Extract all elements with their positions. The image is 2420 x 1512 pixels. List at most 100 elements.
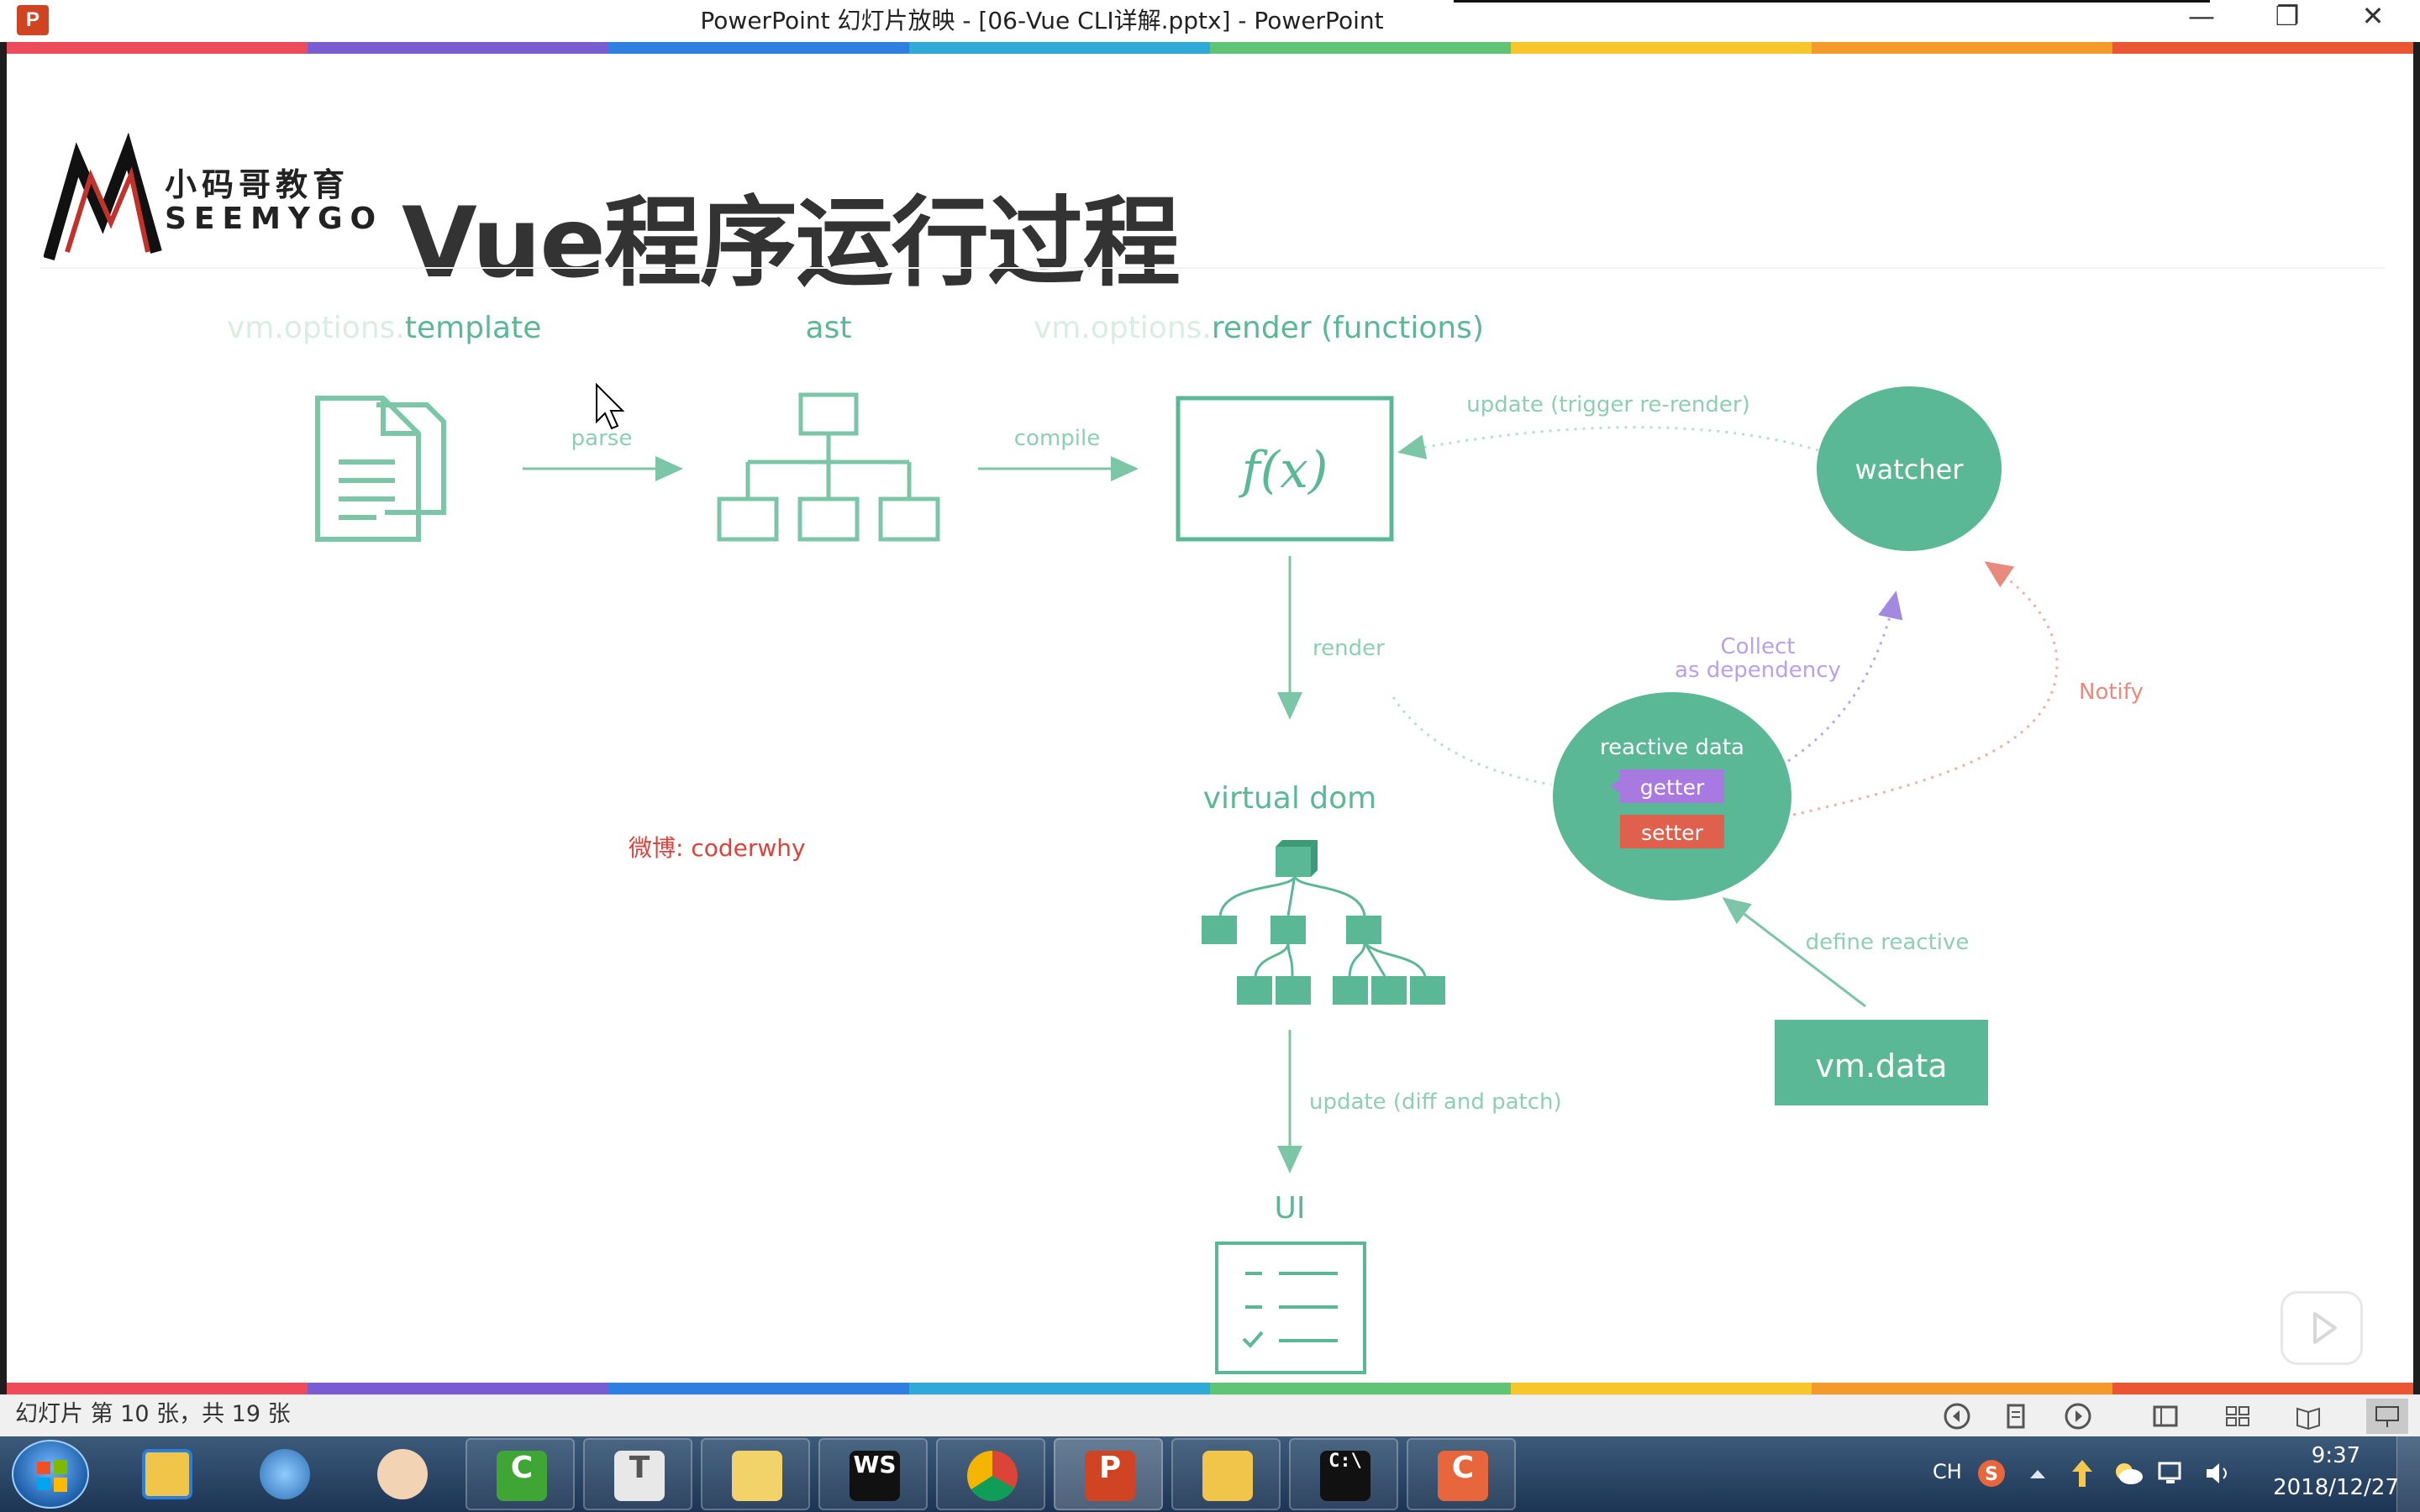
taskbar-item-camtasia-recorder[interactable]: C	[1407, 1438, 1516, 1510]
diff-patch-label: update (diff and patch)	[1309, 1089, 1562, 1115]
update-trigger-arrow	[1397, 426, 1819, 459]
collect-label-2: as dependency	[1675, 658, 1841, 683]
taskbar-item-file-explorer[interactable]	[1171, 1438, 1281, 1510]
fx-label: f(x)	[1239, 441, 1328, 500]
show-desktop-button[interactable]	[2396, 1436, 2420, 1512]
powerpoint-app-icon[interactable]: P	[17, 5, 49, 35]
compile-label: compile	[1014, 426, 1100, 451]
browser-icon	[260, 1449, 310, 1499]
taskbar-item-typora[interactable]: T	[583, 1438, 692, 1510]
cmd-icon: C:\	[1320, 1451, 1370, 1501]
play-icon	[2313, 1312, 2337, 1344]
title-divider	[40, 267, 2385, 269]
slideshow-frame: 小码哥教育 SEEMYGO Vue程序运行过程 vm.options.templ…	[0, 42, 2420, 1394]
windows-logo-icon	[37, 1460, 67, 1492]
slide-counter: 幻灯片 第 10 张，共 19 张	[15, 1401, 291, 1427]
tray-expand-icon[interactable]	[2025, 1462, 2050, 1487]
slideshow-view-icon[interactable]	[2366, 1399, 2408, 1434]
weibo-watermark: 微博: coderwhy	[629, 834, 806, 862]
reading-view-icon[interactable]	[2294, 1402, 2323, 1431]
status-bar: 幻灯片 第 10 张，共 19 张	[0, 1394, 2420, 1436]
update-trigger-label: update (trigger re-render)	[1466, 392, 1750, 417]
notify-label: Notify	[2079, 680, 2144, 705]
render-functions-label: vm.options.render (functions)	[1034, 311, 1484, 345]
ui-label: UI	[1275, 1191, 1306, 1226]
vue-process-diagram: vm.options.template ast vm.options.rende…	[227, 311, 2144, 1374]
render-function-box	[1176, 396, 1394, 542]
taskbar-item-avatar-app[interactable]	[348, 1438, 457, 1510]
start-button[interactable]	[12, 1440, 89, 1509]
notepad-icon	[732, 1451, 782, 1501]
slide-title: Vue程序运行过程	[402, 186, 1181, 300]
network-icon[interactable]	[2156, 1458, 2190, 1488]
watcher-label: watcher	[1854, 454, 1964, 486]
slide-sorter-icon[interactable]	[2223, 1402, 2252, 1431]
getter-pointer	[1610, 780, 1620, 793]
window-title-bar: P PowerPoint 幻灯片放映 - [06-Vue CLI详解.pptx]…	[0, 0, 2420, 42]
define-reactive-label: define reactive	[1806, 930, 1970, 955]
minimize-button[interactable]: —	[2188, 0, 2215, 32]
video-play-button[interactable]	[2281, 1291, 2363, 1365]
normal-view-icon[interactable]	[2151, 1402, 2180, 1431]
template-document-icon	[315, 396, 446, 542]
powerpoint-icon: P	[1085, 1451, 1135, 1501]
camtasia-icon: C	[497, 1451, 547, 1501]
previous-slide-icon[interactable]	[1943, 1402, 1971, 1431]
setter-badge	[1620, 815, 1724, 848]
collect-label-1: Collect	[1721, 634, 1796, 659]
taskbar-item-webstorm[interactable]: WS	[818, 1438, 928, 1510]
define-reactive-arrow	[1722, 897, 1866, 1008]
clock-time[interactable]: 9:37	[2311, 1443, 2361, 1468]
taskbar-item-folder-notes[interactable]	[113, 1438, 222, 1510]
svg-text:S: S	[1985, 1464, 1998, 1485]
file-explorer-icon	[1202, 1451, 1253, 1501]
taskbar-item-notepad[interactable]	[701, 1438, 810, 1510]
taskbar-item-browser[interactable]	[230, 1438, 339, 1510]
windows-taskbar: C T WS P C:\ C CH S 9:37 2018/12/27	[0, 1436, 2420, 1512]
virtual-dom-tree-icon	[1202, 840, 1445, 1005]
window-title: PowerPoint 幻灯片放映 - [06-Vue CLI详解.pptx] -…	[700, 7, 1384, 34]
vm-data-box	[1775, 1020, 1988, 1105]
logo-text-cn: 小码哥教育	[165, 166, 350, 203]
ui-checklist-icon	[1215, 1242, 1366, 1374]
bottom-rainbow-bar	[7, 1383, 2413, 1394]
taskbar-item-powerpoint[interactable]: P	[1054, 1438, 1163, 1510]
reactive-data-label: reactive data	[1600, 735, 1744, 760]
chrome-icon	[967, 1451, 1018, 1501]
ast-tree-icon	[717, 392, 940, 542]
template-label: vm.options.template	[227, 311, 541, 345]
title-bar-accent-line	[1454, 0, 2210, 3]
taskbar-item-cmd[interactable]: C:\	[1289, 1438, 1398, 1510]
camtasia-recorder-icon: C	[1438, 1451, 1488, 1501]
top-rainbow-bar	[7, 42, 2413, 54]
typora-icon: T	[614, 1451, 665, 1501]
close-button[interactable]: ✕	[2361, 0, 2385, 32]
volume-icon[interactable]	[2203, 1458, 2233, 1488]
watcher-node	[1817, 386, 2002, 551]
tray-weather-icon[interactable]	[2111, 1458, 2144, 1488]
render-dependency-curve	[1392, 696, 1552, 786]
notify-arrow	[1792, 561, 2059, 816]
sogou-input-icon[interactable]: S	[1975, 1457, 2008, 1490]
ast-label: ast	[806, 311, 852, 345]
getter-label: getter	[1640, 775, 1705, 800]
tray-upload-icon[interactable]	[2067, 1457, 2097, 1490]
taskbar-item-camtasia[interactable]: C	[466, 1438, 575, 1510]
collect-dependency-arrow	[1787, 591, 1903, 763]
slide[interactable]: 小码哥教育 SEEMYGO Vue程序运行过程 vm.options.templ…	[7, 42, 2413, 1394]
next-slide-icon[interactable]	[2064, 1402, 2092, 1431]
vm-data-label: vm.data	[1815, 1047, 1947, 1084]
slide-menu-icon[interactable]	[2002, 1402, 2030, 1431]
getter-badge	[1620, 769, 1724, 803]
clock-date[interactable]: 2018/12/27	[2273, 1475, 2399, 1500]
restore-button[interactable]: ❐	[2275, 0, 2300, 32]
folder-notes-icon	[142, 1449, 192, 1499]
ime-indicator[interactable]: CH	[1933, 1460, 1962, 1483]
avatar-app-icon	[377, 1449, 428, 1499]
taskbar-item-chrome[interactable]	[936, 1438, 1045, 1510]
mouse-cursor-icon	[596, 382, 625, 430]
render-arrow-label: render	[1313, 636, 1385, 661]
webstorm-icon: WS	[850, 1451, 900, 1501]
parse-label: parse	[571, 426, 633, 451]
setter-label: setter	[1641, 821, 1703, 845]
